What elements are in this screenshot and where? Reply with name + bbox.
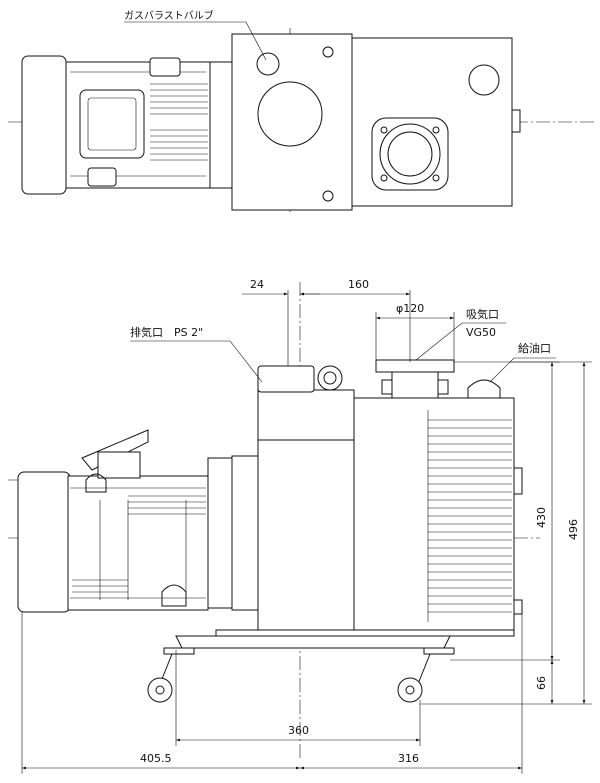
dim-24: 24 (242, 278, 320, 366)
front-base (147, 629, 515, 703)
dim-360: 360 (175, 650, 421, 746)
intake-label: 吸気口 (466, 307, 499, 321)
front-pump-body (231, 359, 523, 631)
dim-160: 160 (300, 278, 411, 362)
intake-flange-label: VG50 (466, 326, 496, 339)
gas-ballast-leader (124, 21, 267, 61)
dim-316-label: 316 (398, 752, 419, 765)
oil-port-callout: 給油口 (489, 341, 556, 383)
dim-phi120-label: φ120 (396, 302, 424, 315)
dim-405-316: 405.5 316 (21, 612, 523, 774)
dim-66-label: 66 (535, 676, 548, 690)
dim-496: 496 (420, 361, 592, 705)
dim-405-label: 405.5 (140, 752, 172, 765)
dim-430-label: 430 (535, 507, 548, 528)
oil-port-label: 給油口 (518, 341, 551, 355)
top-motor (21, 55, 233, 195)
exhaust-label: 排気口 PS 2" (130, 325, 203, 339)
dim-160-label: 160 (348, 278, 369, 291)
dim-phi120: φ120 (375, 302, 455, 360)
top-pump-body (231, 33, 521, 211)
dim-496-label: 496 (567, 519, 580, 540)
gas-ballast-label: ガスバラストバルブ (124, 9, 214, 22)
dim-24-label: 24 (250, 278, 264, 291)
dim-360-label: 360 (288, 724, 309, 737)
exhaust-callout: 排気口 PS 2" (130, 325, 263, 383)
dim-430: 430 (450, 361, 560, 661)
front-motor (17, 429, 233, 613)
top-view: ガスバラストバルブ (8, 9, 595, 212)
dim-66: 66 (535, 660, 554, 704)
intake-callout: 吸気口 VG50 (415, 307, 506, 361)
front-view: 24 160 φ120 吸気口 VG50 給油口 排気口 PS 2" (8, 278, 592, 774)
